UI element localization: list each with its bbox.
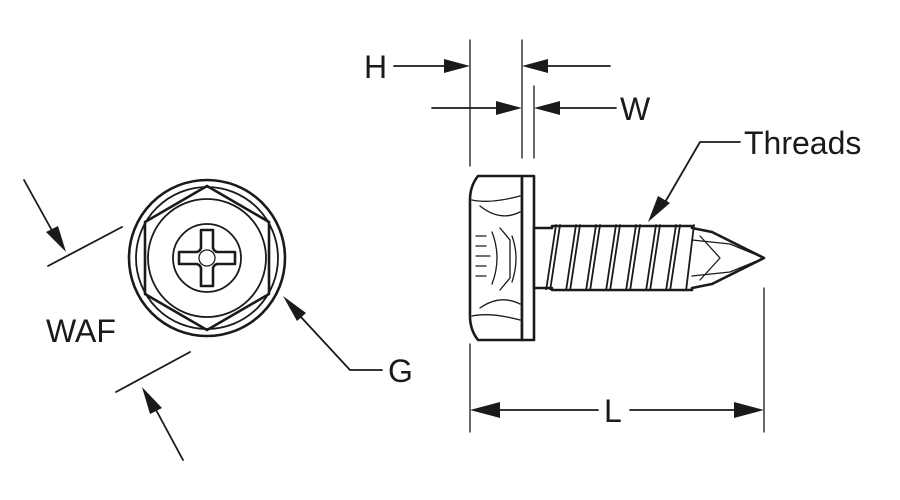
waf-arrow-bottom <box>142 387 162 414</box>
l-dimension <box>469 287 765 433</box>
end-view <box>127 178 287 338</box>
w-arrow-right <box>534 101 560 115</box>
g-leader <box>283 296 383 371</box>
head-facet-line-2 <box>479 299 521 309</box>
l-label: L <box>604 393 622 429</box>
head-chamfer-top <box>471 195 521 202</box>
phillips-recess-icon <box>177 228 237 288</box>
washer-flange-outline <box>127 178 287 338</box>
l-arrow-left <box>470 402 500 418</box>
threads-label: Threads <box>744 125 861 161</box>
g-arrow <box>283 296 306 321</box>
w-arrow-left <box>496 101 522 115</box>
hex-head-side <box>468 174 524 342</box>
head-facet-line-1 <box>479 205 521 217</box>
head-recess-hidden-lines <box>475 235 491 277</box>
h-dimension <box>393 39 611 167</box>
h-label: H <box>364 49 387 85</box>
hex-head-inner-circle <box>147 198 267 318</box>
threads-leader <box>648 141 741 222</box>
hex-head-outline <box>143 184 271 332</box>
drill-point-cut <box>699 235 721 281</box>
drill-point-flutes <box>691 239 765 277</box>
h-arrow-left <box>444 59 470 73</box>
recess-center <box>198 249 216 267</box>
l-arrow-right <box>734 402 764 418</box>
waf-dimension <box>23 179 191 461</box>
thread-lines <box>545 224 695 290</box>
waf-extension-line-bottom <box>115 351 191 393</box>
w-label: W <box>620 91 651 127</box>
g-leader-line <box>299 315 383 371</box>
waf-label: WAF <box>46 313 116 349</box>
w-dimension <box>431 85 617 159</box>
waf-arrow-top <box>46 226 66 252</box>
threads-arrow <box>648 196 670 222</box>
head-chamfer-bottom <box>471 314 521 321</box>
waf-extension-line-top <box>47 226 123 267</box>
washer-flange-inner-ring <box>135 186 279 330</box>
washer-flange-side <box>520 174 536 342</box>
threads-leader-line <box>663 141 741 205</box>
side-view <box>468 174 766 342</box>
h-arrow-right <box>522 59 548 73</box>
head-recess-profile <box>491 227 517 291</box>
g-label: G <box>388 353 413 389</box>
head-recess-ring <box>172 223 242 293</box>
